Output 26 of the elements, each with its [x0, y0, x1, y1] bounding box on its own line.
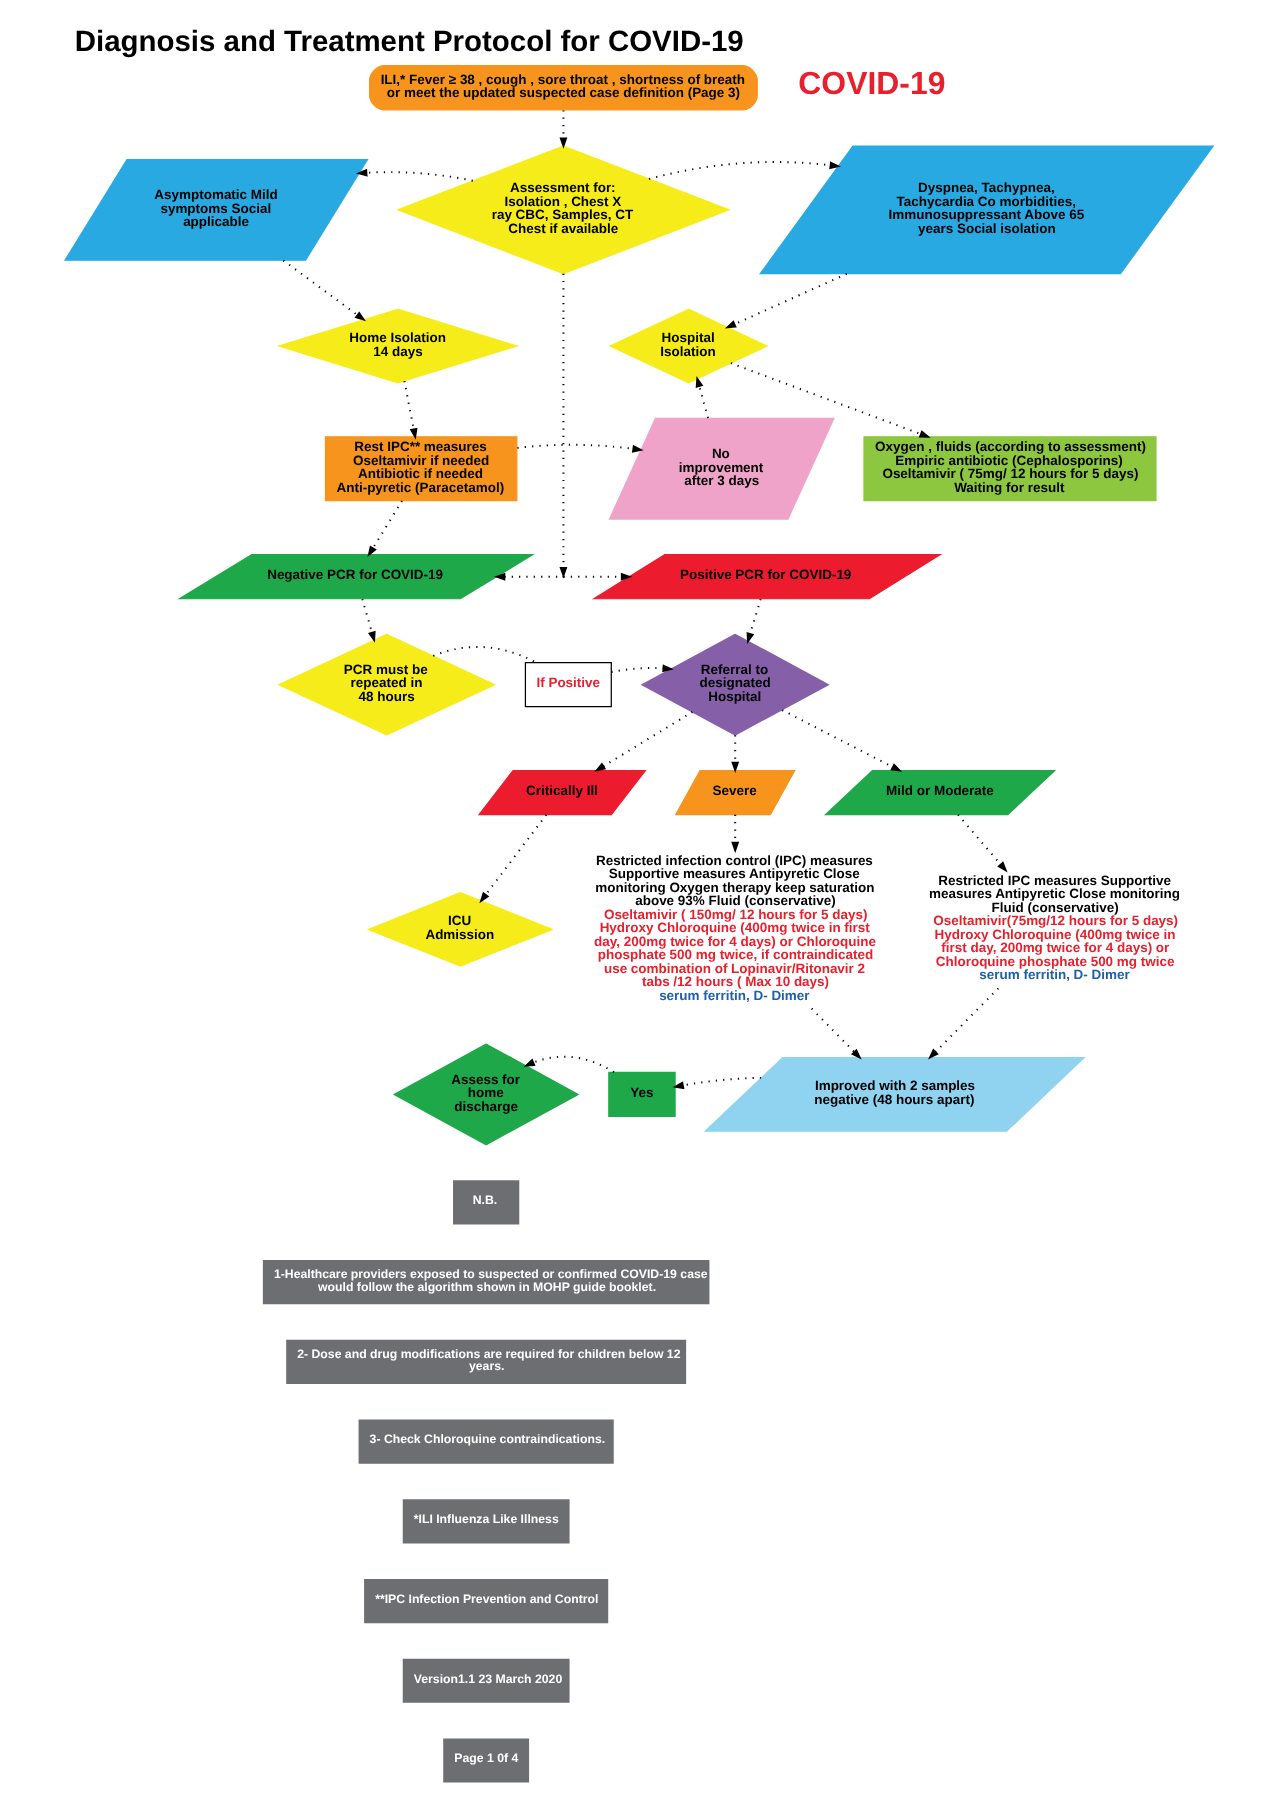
arrow [609, 663, 673, 672]
arrow [647, 160, 840, 179]
arrow [730, 812, 739, 853]
arrow [478, 812, 547, 903]
diagram-title: Diagnosis and Treatment Protocol for COVID-19 [73, 25, 743, 58]
arrow [671, 1075, 762, 1089]
arrow [694, 375, 709, 418]
arrow [780, 708, 902, 771]
arrow [515, 442, 643, 452]
arrow [723, 271, 847, 328]
arrow [558, 108, 567, 148]
connector [431, 644, 536, 663]
label: COVID-19 [797, 67, 945, 102]
arrow [745, 597, 761, 643]
arrow [366, 499, 402, 557]
arrow [281, 258, 365, 321]
arrow [360, 597, 375, 642]
arrow [956, 812, 1007, 872]
arrow [809, 1006, 861, 1059]
arrow [355, 167, 473, 181]
arrow [522, 1054, 614, 1073]
arrow [593, 709, 693, 771]
arrow [728, 361, 930, 437]
arrow [927, 986, 999, 1059]
arrow [730, 733, 739, 772]
arrow [402, 379, 417, 439]
